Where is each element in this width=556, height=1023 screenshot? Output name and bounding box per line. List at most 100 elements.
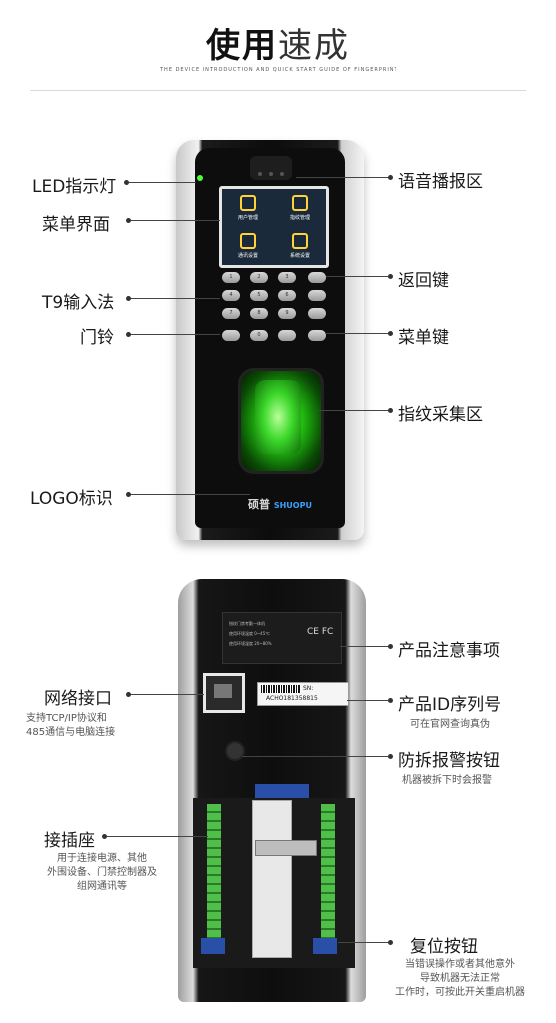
screen-item: 指纹管理 [274, 189, 326, 227]
speaker-grille [250, 156, 292, 180]
key-4: 4 [222, 290, 240, 301]
plate-line: 使用环境温度 0~45℃ [229, 631, 270, 636]
lock-icon [292, 195, 308, 211]
label-socket: 接插座 [44, 831, 95, 851]
key-5: 5 [250, 290, 268, 301]
led-indicator [197, 175, 203, 181]
menu-key [308, 330, 326, 341]
leader-dot [388, 698, 393, 703]
page-title: 使用速成 [0, 18, 556, 67]
keypad: 1 2 3 4 5 6 7 8 9 0 [220, 272, 330, 352]
label-doorbell: 门铃 [80, 328, 114, 348]
key-6: 6 [278, 290, 296, 301]
menu-screen: 用户管理 指纹管理 通讯设置 系统设置 [219, 186, 329, 268]
leader-line [296, 177, 392, 178]
user-icon [240, 195, 256, 211]
label-fingerprint: 指纹采集区 [398, 405, 483, 425]
leader-dot [388, 408, 393, 413]
leader-dot [126, 332, 131, 337]
page-subtitle: THE DEVICE INTRODUCTION AND QUICK START … [160, 67, 396, 73]
back-key [308, 272, 326, 283]
serial-code: ACHO181358815 [266, 695, 318, 702]
left-connector [201, 938, 225, 954]
network-sub: 支持TCP/IP协议和 485通信与电脑连接 [26, 713, 116, 738]
key-0: 0 [250, 330, 268, 341]
socket-sub: 用于连接电源、其他 外围设备、门禁控制器及 组网通讯等 [47, 853, 157, 892]
key-8: 8 [250, 308, 268, 319]
barcode-icon [261, 685, 301, 693]
ribbon-cable [252, 800, 292, 958]
leader-line [347, 700, 392, 701]
down-key [308, 308, 326, 319]
plate-line: 指纹门禁考勤一体机 [229, 621, 265, 626]
leader-dot [126, 218, 131, 223]
label-product-id: 产品ID序列号 [398, 695, 502, 715]
leader-dot [124, 180, 129, 185]
tamper-button [225, 741, 245, 761]
label-t9: T9输入法 [42, 293, 115, 313]
fingerprint-sensor [238, 368, 324, 474]
screen-item: 通讯设置 [222, 227, 274, 265]
certification-marks: CE FC [307, 627, 334, 637]
reset-switch [313, 938, 337, 954]
label-menu-interface: 菜单界面 [42, 215, 110, 235]
leader-dot [388, 940, 393, 945]
leader-line [128, 494, 250, 495]
leader-dot [126, 492, 131, 497]
key-9: 9 [278, 308, 296, 319]
up-key [308, 290, 326, 301]
leader-line [126, 182, 196, 183]
tamper-sub: 机器被拆下时会报警 [402, 775, 492, 786]
leader-line [326, 333, 392, 334]
plate-line: 使用环境湿度 20~80% [229, 641, 272, 646]
serial-label: SN: ACHO181358815 [257, 682, 349, 706]
key-2: 2 [250, 272, 268, 283]
leader-line [128, 220, 220, 221]
leader-line [326, 276, 392, 277]
leader-line [340, 646, 392, 647]
screen-item: 用户管理 [222, 189, 274, 227]
leader-dot [388, 331, 393, 336]
network-icon [240, 233, 256, 249]
terminal-block-left [207, 804, 221, 944]
screen-item: 系统设置 [274, 227, 326, 265]
leader-dot [102, 834, 107, 839]
cable-clamp [255, 840, 317, 856]
leader-dot [126, 296, 131, 301]
rj45-port [203, 673, 245, 713]
divider [30, 90, 526, 91]
title-light: 速成 [278, 26, 350, 66]
key-7: 7 [222, 308, 240, 319]
label-voice: 语音播报区 [398, 172, 483, 192]
leader-dot [388, 175, 393, 180]
leader-dot [388, 644, 393, 649]
key-3: 3 [278, 272, 296, 283]
ok-key [278, 330, 296, 341]
leader-line [128, 694, 204, 695]
label-network: 网络接口 [44, 689, 112, 709]
label-reset: 复位按钮 [410, 937, 478, 957]
doorbell-key [222, 330, 240, 341]
spec-plate: 指纹门禁考勤一体机 使用环境温度 0~45℃ 使用环境湿度 20~80% CE … [222, 612, 342, 664]
leader-line [128, 298, 220, 299]
terminal-block-right [321, 804, 335, 944]
leader-line [104, 836, 208, 837]
leader-dot [126, 692, 131, 697]
key-1: 1 [222, 272, 240, 283]
label-tamper: 防拆报警按钮 [398, 751, 500, 771]
label-notice: 产品注意事项 [398, 641, 500, 661]
leader-line [128, 334, 220, 335]
leader-dot [388, 754, 393, 759]
device-logo: 硕普 SHUOPU [248, 498, 312, 511]
reset-sub: 当错误操作或者其他意外 导致机器无法正常 工作时，可按此开关重启机器 [395, 959, 525, 998]
label-menu-key: 菜单键 [398, 328, 449, 348]
leader-line [338, 942, 392, 943]
fingerprint-window [255, 380, 301, 454]
label-back-key: 返回键 [398, 271, 449, 291]
serial-prefix: SN: [303, 685, 314, 692]
gear-icon [292, 233, 308, 249]
pcb-board [255, 784, 309, 802]
product-id-sub: 可在官网查询真伪 [410, 719, 490, 730]
leader-dot [388, 274, 393, 279]
title-bold: 使用 [206, 26, 278, 66]
